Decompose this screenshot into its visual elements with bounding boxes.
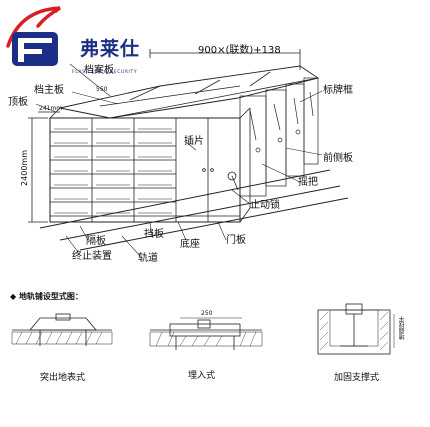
rail-section-title: ◆ 地轨铺设型式图： [10,292,83,301]
rail-embedded-dim: 250 [201,310,213,317]
rail-reinforced-figure [317,303,395,355]
label-stop-lock: 止动锁 [250,200,280,211]
rail-cross-sections [11,303,395,355]
rail-caption-reinforced: 加固支撑式 [334,373,380,383]
label-door-panel: 门板 [226,235,246,246]
label-partition: 隔板 [86,236,106,247]
rail-embedded-figure [149,317,263,350]
label-front-side-panel: 前侧板 [323,153,353,164]
brand-subtitle: FLASH LAB & SECURITY [72,70,138,75]
rail-protruding-figure [11,313,113,346]
rail-caption-embedded: 埋入式 [188,371,216,381]
label-base: 底座 [180,239,200,250]
label-sign-frame: 标牌框 [323,85,353,96]
shelving-drawing [28,49,349,257]
dim-depth: 241mm [39,105,63,112]
dim-height: 2400mm [20,150,29,186]
brand-name: 弗莱仕 [80,38,141,60]
label-handle: 摇把 [298,177,318,188]
rail-caption-protruding: 突出地表式 [40,373,86,383]
dim-width: 900×(联数)+138 [198,45,281,56]
dim-side: 550 [96,86,108,93]
label-top-plate: 档主板 [34,85,64,96]
label-track: 轨道 [138,253,158,264]
rail-side-note: 地面找平 [399,316,406,340]
label-shelf: 挡板 [144,229,164,240]
label-top-partial: 档案板 [84,65,114,76]
brand-logo-icon [6,6,61,66]
label-top-board: 顶板 [8,97,28,108]
label-card: 插片 [184,136,204,147]
label-end-stop: 终止装置 [72,251,112,262]
